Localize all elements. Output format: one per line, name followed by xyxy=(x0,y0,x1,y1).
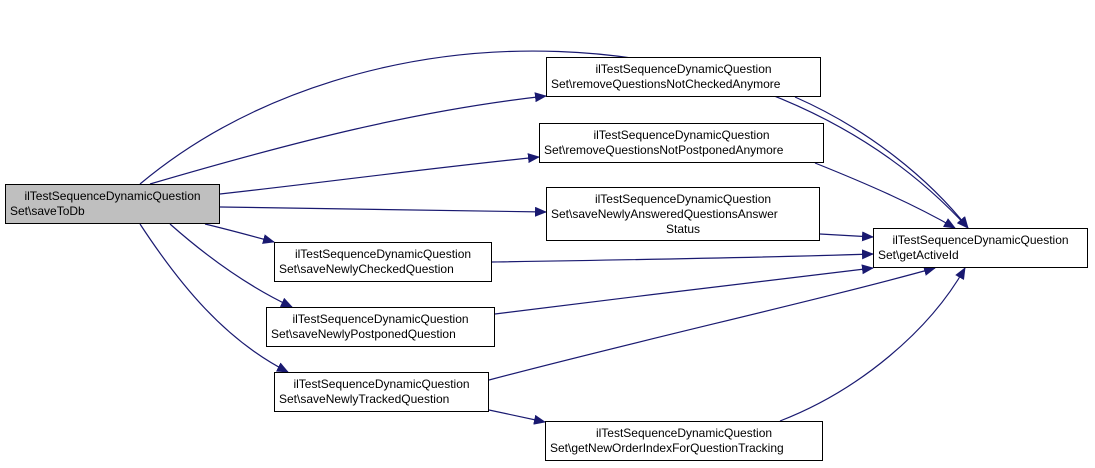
node-label-line: ilTestSequenceDynamicQuestion xyxy=(892,233,1069,247)
node-label-line: Set\saveToDb xyxy=(10,204,85,218)
node-label-line: Set\getActiveId xyxy=(878,248,959,262)
edge-saveNewlyTrackedQuestion-to-getNewOrderIndexForQuestionTracking xyxy=(488,409,546,425)
edge-saveNewlyPostponedQuestion-to-getActiveId xyxy=(494,264,874,315)
node-label-line: Set\saveNewlyAnsweredQuestionsAnswer xyxy=(551,206,778,221)
edge-saveToDb-to-removeQuestionsNotCheckedAnymore xyxy=(149,92,547,185)
node-label-line: ilTestSequenceDynamicQuestion xyxy=(594,191,772,206)
edge-saveToDb-to-saveNewlyTrackedQuestion xyxy=(139,223,289,373)
node-label-line: ilTestSequenceDynamicQuestion xyxy=(595,62,772,76)
edge-saveToDb-to-saveNewlyCheckedQuestion xyxy=(204,223,275,244)
node-label-line: Status xyxy=(665,221,701,236)
node-label-line: ilTestSequenceDynamicQuestion xyxy=(595,426,773,440)
edge-saveToDb-to-saveNewlyPostponedQuestion xyxy=(169,223,293,308)
node-label-line: Set\getNewOrderIndexForQuestionTracking xyxy=(550,441,784,455)
edge-getNewOrderIndexForQuestionTracking-to-getActiveId xyxy=(779,267,966,422)
edge-saveToDb-to-removeQuestionsNotPostponedAnymore xyxy=(219,153,540,195)
node-label-line: Set\saveNewlyCheckedQuestion xyxy=(279,262,454,276)
node-label-line: ilTestSequenceDynamicQuestion xyxy=(293,377,470,391)
node-label-line: Set\removeQuestionsNotPostponedAnymore xyxy=(544,143,784,157)
node-label-line: ilTestSequenceDynamicQuestion xyxy=(593,128,770,142)
edge-saveToDb-to-getActiveId xyxy=(139,50,969,229)
node-label-line: Set\saveNewlyTrackedQuestion xyxy=(279,392,450,406)
edge-saveNewlyAnsweredQuestionsAnswerStatus-to-getActiveId xyxy=(819,231,874,242)
node-label-line: Set\saveNewlyPostponedQuestion xyxy=(271,327,456,341)
edge-saveNewlyCheckedQuestion-to-getActiveId xyxy=(491,249,874,263)
node-label-line: ilTestSequenceDynamicQuestion xyxy=(24,189,201,203)
node-label-line: Set\removeQuestionsNotCheckedAnymore xyxy=(551,77,781,91)
edge-removeQuestionsNotCheckedAnymore-to-getActiveId xyxy=(794,96,969,229)
edge-saveNewlyTrackedQuestion-to-getActiveId xyxy=(488,266,936,381)
edge-removeQuestionsNotPostponedAnymore-to-getActiveId xyxy=(814,162,956,229)
node-label-line: ilTestSequenceDynamicQuestion xyxy=(292,312,469,326)
node-label-line: ilTestSequenceDynamicQuestion xyxy=(294,247,472,261)
edge-saveToDb-to-saveNewlyAnsweredQuestionsAnswerStatus xyxy=(219,206,547,217)
